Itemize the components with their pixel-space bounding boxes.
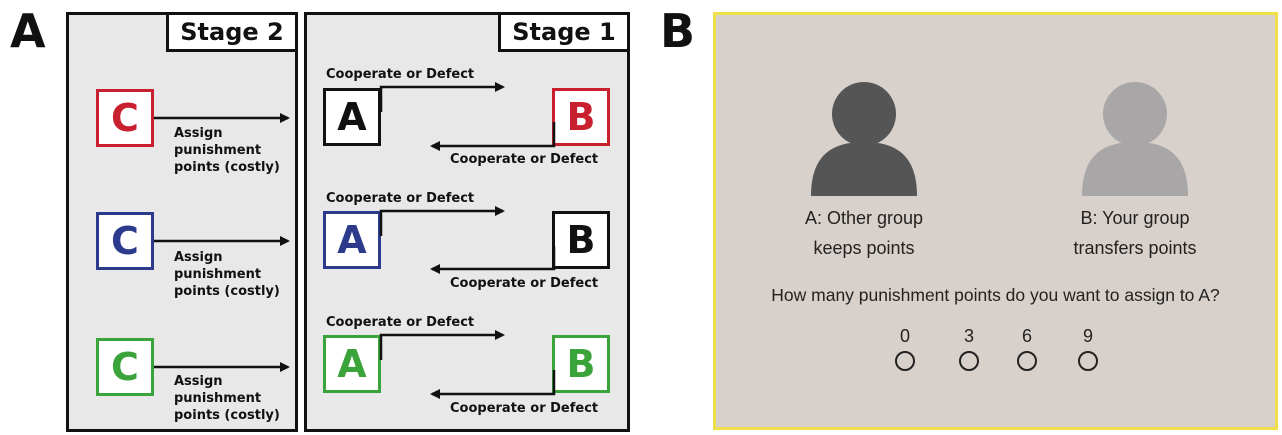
stage1-forward-arrow: [379, 82, 505, 112]
option-label: 3: [963, 326, 974, 346]
stage2-label-line2: punishment: [174, 143, 262, 158]
stage2-label-line1: Assign: [174, 250, 223, 265]
radio-button[interactable]: [1017, 351, 1037, 371]
option-label: 6: [1021, 326, 1032, 346]
stage2-c-box-red: C: [96, 89, 154, 147]
option-9[interactable]: 9: [1068, 325, 1108, 371]
stage2-c-box-green: C: [96, 338, 154, 396]
stage1-top-label: Cooperate or Defect: [326, 191, 475, 206]
stage1-bottom-label: Cooperate or Defect: [450, 152, 599, 167]
punishment-question: How many punishment points do you want t…: [771, 285, 1220, 305]
stage1-backward-arrow: [430, 246, 556, 274]
person-b-caption-line1: B: Your group: [1080, 208, 1190, 228]
stage1-forward-arrow: [379, 206, 505, 236]
stage1-backward-arrow: [430, 370, 556, 399]
stage1-bottom-label: Cooperate or Defect: [450, 401, 599, 416]
stage1-b-box-red: B: [552, 88, 610, 146]
radio-button[interactable]: [895, 351, 915, 371]
stage1-b-box-green: B: [552, 335, 610, 393]
option-3[interactable]: 3: [949, 325, 989, 371]
person-b-caption-line2: transfers points: [1073, 238, 1197, 258]
person-a-caption-line1: A: Other group: [804, 208, 924, 228]
option-0[interactable]: 0: [885, 325, 925, 371]
stage1-title: Stage 1: [498, 12, 630, 52]
stage1-a-box-green: A: [323, 335, 381, 393]
stage1-b-box-black: B: [552, 211, 610, 269]
stage2-label-line1: Assign: [174, 126, 223, 141]
stage2-label-line2: punishment: [174, 391, 262, 406]
stage2-label-line3: points (costly): [174, 284, 280, 299]
person-a-caption-line2: keeps points: [813, 238, 915, 258]
stage1-a-box-black: A: [323, 88, 381, 146]
person-b-icon: [1082, 82, 1188, 196]
radio-button[interactable]: [959, 351, 979, 371]
stage1-top-label: Cooperate or Defect: [326, 315, 475, 330]
stage2-title: Stage 2: [166, 12, 298, 52]
stage2-label-line1: Assign: [174, 374, 223, 389]
option-label: 0: [899, 326, 910, 346]
panel-b-letter: B: [660, 4, 696, 58]
option-6[interactable]: 6: [1007, 325, 1047, 371]
stage2-label-line2: punishment: [174, 267, 262, 282]
stage1-bottom-label: Cooperate or Defect: [450, 276, 599, 291]
panel-a-letter: A: [10, 4, 46, 58]
stage1-backward-arrow: [430, 122, 556, 151]
stage2-label-line3: points (costly): [174, 408, 280, 423]
person-a-icon: [811, 82, 917, 196]
stage1-forward-arrow: [379, 330, 505, 360]
radio-button[interactable]: [1078, 351, 1098, 371]
option-label: 9: [1082, 326, 1093, 346]
stage2-label-line3: points (costly): [174, 160, 280, 175]
stage2-c-box-blue: C: [96, 212, 154, 270]
stage1-top-label: Cooperate or Defect: [326, 67, 475, 82]
experiment-screen: A: Other group keeps points B: Your grou…: [713, 12, 1278, 430]
stage1-a-box-blue: A: [323, 211, 381, 269]
